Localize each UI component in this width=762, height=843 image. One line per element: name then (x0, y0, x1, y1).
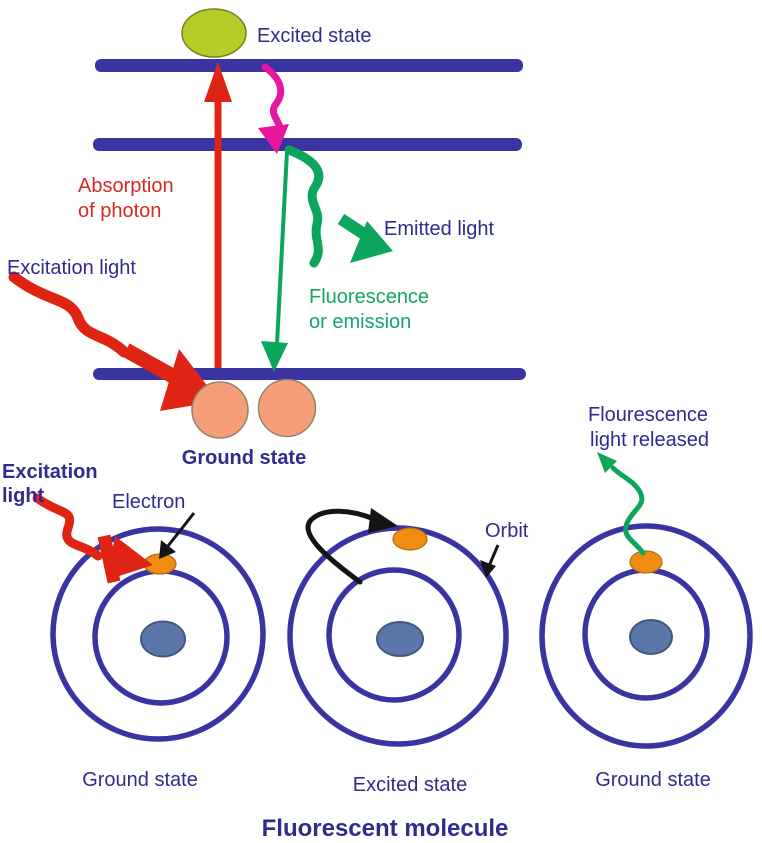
emitted-light-squiggle (284, 145, 324, 268)
fluorescence-released-label-line1: Flourescence (588, 404, 708, 426)
atom2-nucleus (376, 621, 424, 657)
atom3-state-label: Ground state (595, 769, 711, 791)
excited-state-label: Excited state (257, 25, 372, 47)
molecule-excitation-label-line2: light (2, 485, 45, 507)
atom2-inner-orbit (326, 567, 462, 703)
electron-jump-arrow-head (368, 508, 398, 533)
atom3-outer-orbit (539, 523, 753, 749)
orbits (50, 523, 753, 749)
electron-jump-hook (305, 508, 377, 585)
atom2-electron (392, 527, 428, 551)
atom2-state-label: Excited state (353, 774, 468, 796)
absorption-arrow-head (204, 62, 232, 102)
electron-jump-arrow (305, 508, 398, 585)
orbit-pointer-line (487, 544, 500, 567)
emitted-light-arrow-head (350, 221, 393, 263)
ground-state-electrons (191, 378, 317, 439)
electron-pointer-arrow (159, 512, 196, 559)
molecule-excitation-arrow (32, 493, 153, 584)
energy-level-diagram: Excited state Excitation light Emitted l… (7, 8, 526, 469)
fluorescence-released-squiggle (610, 465, 646, 556)
fluorescence-released-arrow (597, 452, 646, 556)
fluorescence-arrow-shaft (275, 150, 289, 345)
fluorescence-arrow (261, 150, 289, 372)
absorption-arrow (204, 62, 232, 368)
excitation-light-label: Excitation light (7, 257, 136, 279)
electron-pointer-line (166, 512, 196, 547)
emitted-light-arrow (284, 145, 393, 268)
energy-diagram-indigo-labels: Excited state Excitation light Emitted l… (7, 25, 494, 469)
orbiting-electrons (143, 527, 663, 575)
internal-conversion-squiggle (261, 63, 285, 135)
ground-state-label: Ground state (182, 447, 306, 469)
electron-pointer-head (159, 540, 176, 559)
absorption-label-line1: Absorption (78, 175, 174, 197)
emitted-light-label: Emitted light (384, 218, 494, 240)
molecule-diagram-labels: Excitation light Electron Orbit Flouresc… (2, 404, 711, 842)
atom1-outer-orbit (50, 526, 266, 742)
orbit-pointer-head (480, 560, 496, 578)
intermediate-level-bar (93, 138, 522, 151)
electron-label: Electron (112, 491, 185, 513)
molecule-diagram: Excitation light Electron Orbit Flouresc… (2, 404, 753, 842)
molecule-excitation-label-line1: Excitation (2, 461, 98, 483)
excited-electron-circle (181, 8, 247, 58)
molecule-excitation-arrow-head (107, 536, 153, 580)
internal-conversion-arrow-head (258, 124, 289, 154)
orbit-pointer-arrow (480, 544, 500, 578)
fluorescence-arrow-head (261, 341, 288, 372)
atom3-nucleus (629, 619, 673, 655)
fluorescence-released-arrow-head (597, 452, 617, 473)
internal-conversion-arrow (258, 63, 289, 154)
energy-level-bars (93, 59, 526, 380)
ground-electron-left (191, 381, 249, 439)
ground-electron-right (257, 378, 317, 438)
fluorescence-label-line2: or emission (309, 311, 411, 333)
excited-level-bar (95, 59, 523, 72)
ground-level-bar (93, 368, 526, 380)
orbit-label: Orbit (485, 520, 529, 542)
atom3-electron (629, 550, 663, 574)
molecule-excitation-squiggle (32, 493, 103, 561)
excitation-light-arrow (8, 271, 219, 411)
absorption-label: Absorption of photon (78, 175, 174, 222)
excitation-arrow-body (122, 343, 182, 386)
atom1-nucleus (140, 620, 186, 658)
fluorescence-released-label-line2: light released (590, 429, 709, 451)
fluorescence-label-line1: Fluorescence (309, 286, 429, 308)
atom1-state-label: Ground state (82, 769, 198, 791)
excitation-squiggle (8, 271, 130, 358)
atom2-outer-orbit (287, 525, 509, 747)
nuclei (140, 619, 673, 658)
absorption-label-line2: of photon (78, 200, 161, 222)
diagram-title: Fluorescent molecule (262, 815, 509, 842)
fluorescence-label: Fluorescence or emission (309, 286, 429, 333)
